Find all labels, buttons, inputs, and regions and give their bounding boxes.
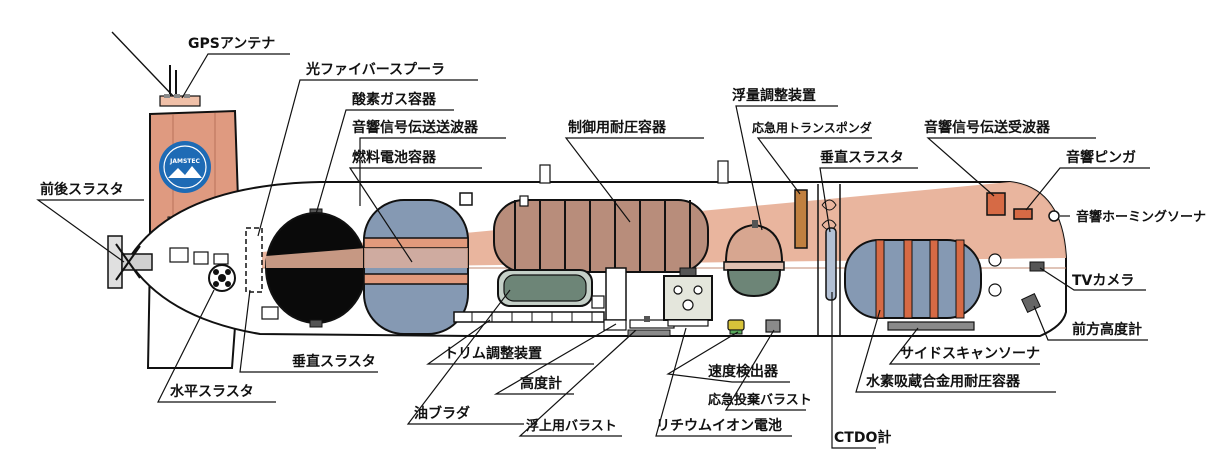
fore-aft-thruster [107,235,153,289]
label-altimeter: 高度計 [520,375,562,392]
lithium-battery-vessel [663,267,713,327]
label-oxygen-container: 酸素ガス容器 [352,91,437,108]
label-emergency-ballast: 応急投棄バラスト [708,392,812,408]
jamstec-logo: JAMSTEC [159,141,211,193]
label-forward-altimeter: 前方高度計 [1072,321,1142,338]
label-acoustic-receiver: 音響信号伝送受波器 [924,119,1051,136]
fuel-cell-vessel [363,199,469,335]
label-trim-adjuster: トリム調整装置 [444,345,542,362]
tail-box [169,247,189,263]
label-ctdo: CTDO計 [834,429,891,446]
label-acoustic-transmitter: 音響信号伝送送波器 [352,119,479,136]
emergency-ballast [765,319,781,333]
leader-lines [36,53,1150,449]
label-vertical-thruster-top: 垂直スラスタ [820,149,904,166]
acoustic-pinger-unit [1013,208,1033,220]
hydrogen-pressure-vessel [844,239,982,319]
label-acoustic-homing-sonar: 音響ホーミングソーナ [1076,209,1206,225]
speed-detector [727,319,745,335]
tail-box [193,251,209,265]
label-oil-bladder: 油ブラダ [414,405,470,422]
nose-port [988,283,1002,297]
acoustic-homing-sonar [1048,210,1060,222]
label-emergency-transponder: 応急用トランスポンダ [752,120,872,135]
horizontal-thruster [208,264,236,292]
oil-bladder [497,269,593,307]
tail-box [261,306,279,320]
front-vertical-thruster [825,227,837,301]
label-acoustic-pinger: 音響ピンガ [1066,149,1136,166]
labels: GPSアンテナ 光ファイバースプーラ 酸素ガス容器 音響信号伝送送波器 燃料電池… [40,36,1206,446]
label-side-scan-sonar: サイドスキャンソーナ [900,346,1040,362]
nose-port [988,253,1002,267]
control-pressure-vessel [493,199,709,273]
label-gps-antenna: GPSアンテナ [188,36,275,52]
label-control-pressure-vessel: 制御用耐圧容器 [568,119,667,136]
top-connectors [459,160,729,207]
tv-camera-unit [1029,261,1045,272]
side-scan-sonar [887,321,975,331]
label-surfacing-ballast: 浮上用バラスト [526,418,617,434]
label-buoyancy-adjuster: 浮量調整装置 [732,87,816,104]
label-tv-camera: TVカメラ [1072,273,1134,289]
gps-antenna-mast [111,31,201,107]
rear-vertical-thruster [245,227,263,293]
label-fiber-spooler: 光ファイバースプーラ [305,61,445,78]
label-hydrogen-pressure-vessel: 水素吸蔵合金用耐圧容器 [866,373,1021,390]
forward-altimeter-unit [1021,293,1041,313]
label-horizontal-thruster: 水平スラスタ [170,383,254,400]
label-speed-detector: 速度検出器 [708,363,779,380]
label-lithium-battery: リチウムイオン電池 [656,417,782,434]
label-fuel-cell-container: 燃料電池容器 [352,149,437,166]
emergency-transponder [794,189,808,249]
logo-text: JAMSTEC [169,158,200,165]
label-vertical-thruster-bottom: 垂直スラスタ [292,353,376,370]
acoustic-receiver-unit [986,192,1006,216]
tail-box [213,253,229,265]
buoyancy-adjuster [723,220,785,298]
bottom-rail [453,311,605,323]
label-fore-aft-thruster: 前後スラスタ [40,181,124,198]
nose-instruments [986,192,1060,313]
